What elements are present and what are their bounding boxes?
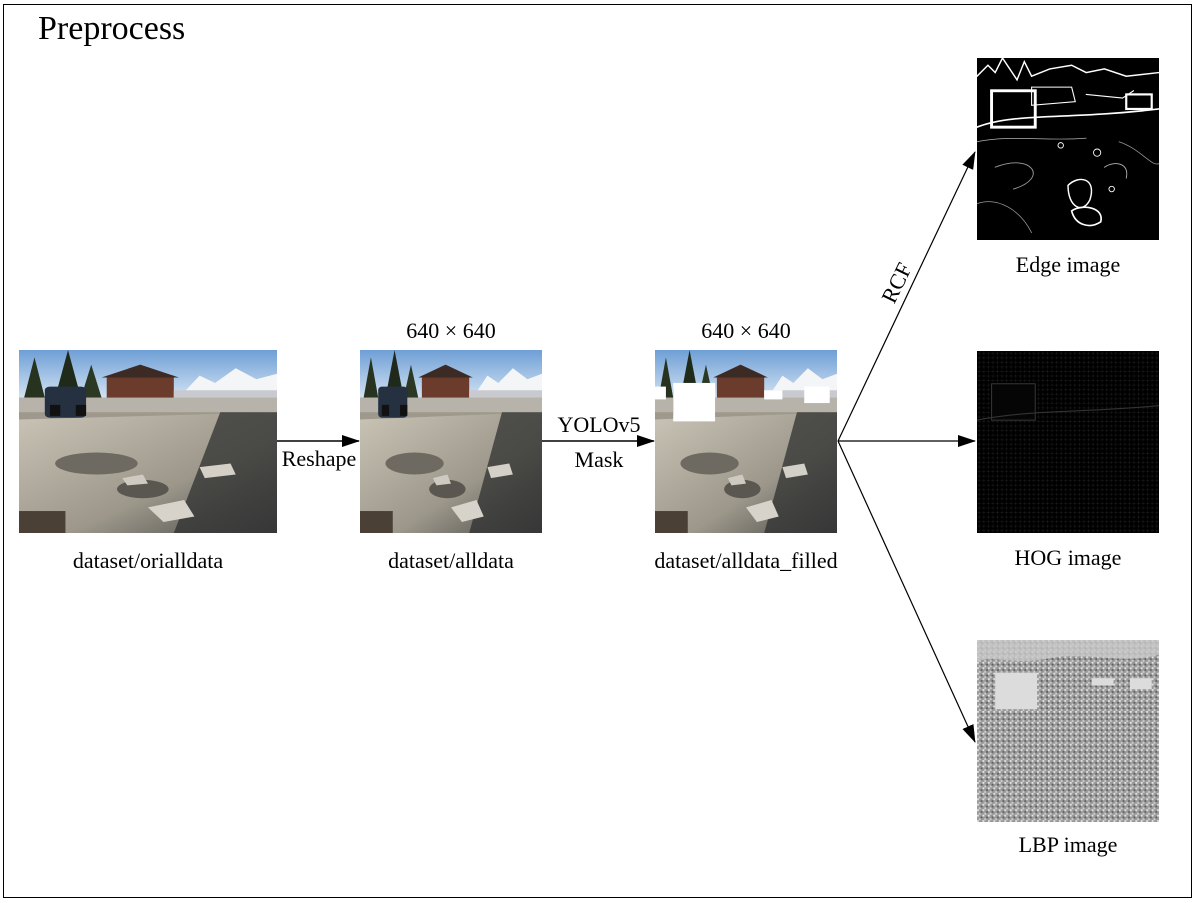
mask-label: Mask [574, 447, 624, 472]
lbp-image [977, 640, 1159, 822]
lbp-caption: LBP image [1018, 832, 1118, 857]
original-caption: dataset/orialldata [72, 548, 224, 573]
resized-size-label: 640 × 640 [406, 318, 496, 343]
yolo-label: YOLOv5 [557, 412, 641, 437]
rcf-arrow [837, 151, 976, 442]
edge-caption: Edge image [1015, 252, 1121, 277]
filled-size-label: 640 × 640 [701, 318, 791, 343]
resized-caption: dataset/alldata [388, 548, 514, 573]
reshape-label: Reshape [281, 446, 357, 471]
hog-caption: HOG image [1014, 545, 1122, 570]
diagram-title: Preprocess [38, 10, 186, 47]
lbp-arrow [837, 440, 976, 743]
diagram-frame [3, 4, 1192, 898]
hog-image [977, 351, 1159, 533]
edge-image [977, 58, 1159, 240]
filled-image [655, 350, 837, 533]
filled-caption: dataset/alldata_filled [654, 548, 838, 573]
